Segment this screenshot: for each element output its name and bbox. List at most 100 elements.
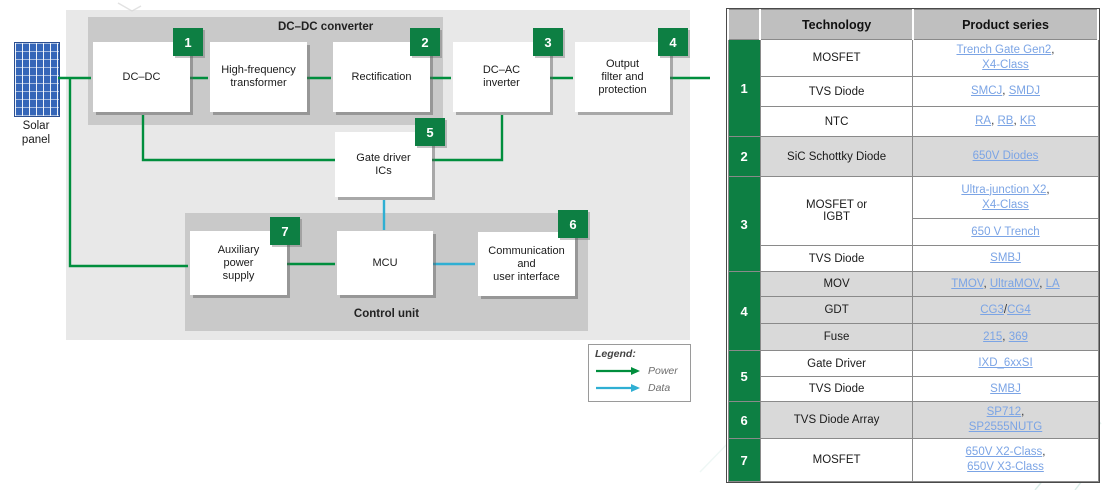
product-link[interactable]: X4-Class [982,59,1029,71]
product-link[interactable]: 650 V Trench [971,225,1040,238]
block-gate-driver-ics: 5 Gate driver ICs [335,118,445,197]
product-link[interactable]: SMBJ [990,382,1021,395]
product-link[interactable]: RB [997,115,1014,127]
block-label: Rectification [351,70,412,83]
product-link[interactable]: SMDJ [1008,85,1040,97]
technology-cell: TVS Diode Array [759,401,914,439]
product-link[interactable]: RA [975,115,992,127]
block-mcu: MCU [337,231,433,295]
solar-panel-icon [14,42,60,117]
technology-cell: NTC [759,106,914,137]
legend-power-row: Power [595,362,684,379]
block-label: Output filter and protection [598,57,647,96]
product-link[interactable]: UltraMOV [989,277,1040,290]
group-number-cell: 4 [727,271,761,351]
technology-cell: MOSFET [759,39,914,77]
badge-4: 4 [658,28,688,56]
block-output-filter: 4 Output filter and protection [575,28,688,112]
block-label: DC–AC inverter [482,64,521,89]
table-row: 650 V Trench [728,218,1099,246]
product-series-cell: SP712,SP2555NUTG [912,401,1099,439]
separator-text: , [1046,183,1050,196]
power-arrow-icon [596,366,640,375]
block-label: High-frequency transformer [221,64,296,89]
legend-data-row: Data [595,379,684,396]
block-label: MCU [372,256,398,269]
product-series-cell: SMBJ [912,376,1099,402]
technology-cell: MOV [759,271,914,297]
technology-cell: MOSFET or IGBT [759,176,914,246]
product-link[interactable]: 650V X3-Class [967,461,1044,473]
dc-dc-converter-title: DC–DC converter [278,21,374,33]
badge-7: 7 [270,217,300,245]
legend-data-label: Data [648,381,671,394]
block-label: Gate driver ICs [356,151,411,177]
product-link[interactable]: SP712 [986,406,1022,418]
technology-cell: GDT [759,296,914,324]
separator-text: , [1051,44,1055,56]
product-series-header: Product series [911,9,1100,40]
product-series-cell: 215, 369 [912,323,1099,351]
product-series-cell: RA, RB, KR [912,106,1099,137]
group-number-cell: 7 [727,438,761,482]
technology-cell: Fuse [759,323,914,351]
product-link[interactable]: 650V Diodes [972,150,1039,162]
group-number-cell: 3 [727,176,761,272]
product-link[interactable]: 215 [983,330,1003,343]
product-series-cell: Ultra-junction X2, X4-Class [912,176,1099,219]
product-link[interactable]: CG3 [980,303,1004,316]
badge-6: 6 [558,210,588,238]
technology-cell: TVS Diode [759,376,914,402]
block-aux-power-supply: 7 Auxiliary power supply [190,217,300,295]
product-link[interactable]: 369 [1008,330,1028,343]
block-rectification: 2 Rectification [333,28,440,112]
technology-cell: Gate Driver [759,350,914,377]
product-link[interactable]: Ultra-junction X2 [961,183,1047,196]
legend-title: Legend: [595,348,636,360]
badge-3: 3 [533,28,563,56]
group-number-cell: 5 [727,350,761,402]
separator-text: , [1013,115,1020,127]
product-link[interactable]: CG4 [1007,303,1031,316]
product-link[interactable]: Trench Gate Gen2 [956,44,1052,56]
product-series-cell: TMOV, UltraMOV, LA [912,271,1099,297]
product-link[interactable]: SP2555NUTG [968,421,1043,433]
block-comm-user-interface: 6 Communication and user interface [478,210,588,296]
separator-text: , [1002,330,1009,343]
block-hf-transformer: High-frequency transformer [210,42,307,112]
product-link[interactable]: IXD_6xxSI [978,357,1033,369]
product-series-cell: 650V Diodes [912,136,1099,177]
block-label: DC–DC [122,70,161,83]
technology-header: Technology [759,9,914,40]
legend: Legend: Power Data [588,344,691,402]
product-series-cell: SMCJ, SMDJ [912,76,1099,107]
block-dc-ac-inverter: 3 DC–AC inverter [453,28,563,112]
legend-power-label: Power [648,364,678,377]
separator-text: , [1002,85,1009,97]
product-link[interactable]: SMBJ [990,252,1021,264]
product-series-cell: IXD_6xxSI [912,350,1099,377]
table-row: TVS Diode SMBJ [728,376,1099,402]
product-link[interactable]: SMCJ [970,85,1003,97]
product-link[interactable]: 650V X2-Class [965,446,1043,458]
product-link[interactable]: TMOV [951,277,984,290]
product-link[interactable]: LA [1045,277,1060,290]
separator-text: / [1003,303,1008,316]
product-link[interactable]: X4-Class [982,198,1029,211]
data-arrow-icon [596,383,640,392]
block-dc-dc: 1 DC–DC [93,28,203,112]
product-link[interactable]: KR [1019,115,1036,127]
product-series-cell: CG3/CG4 [912,296,1099,324]
group-number-cell: 2 [727,136,761,177]
group-number-cell: 6 [727,401,761,439]
badge-2: 2 [410,28,440,56]
badge-1: 1 [173,28,203,56]
